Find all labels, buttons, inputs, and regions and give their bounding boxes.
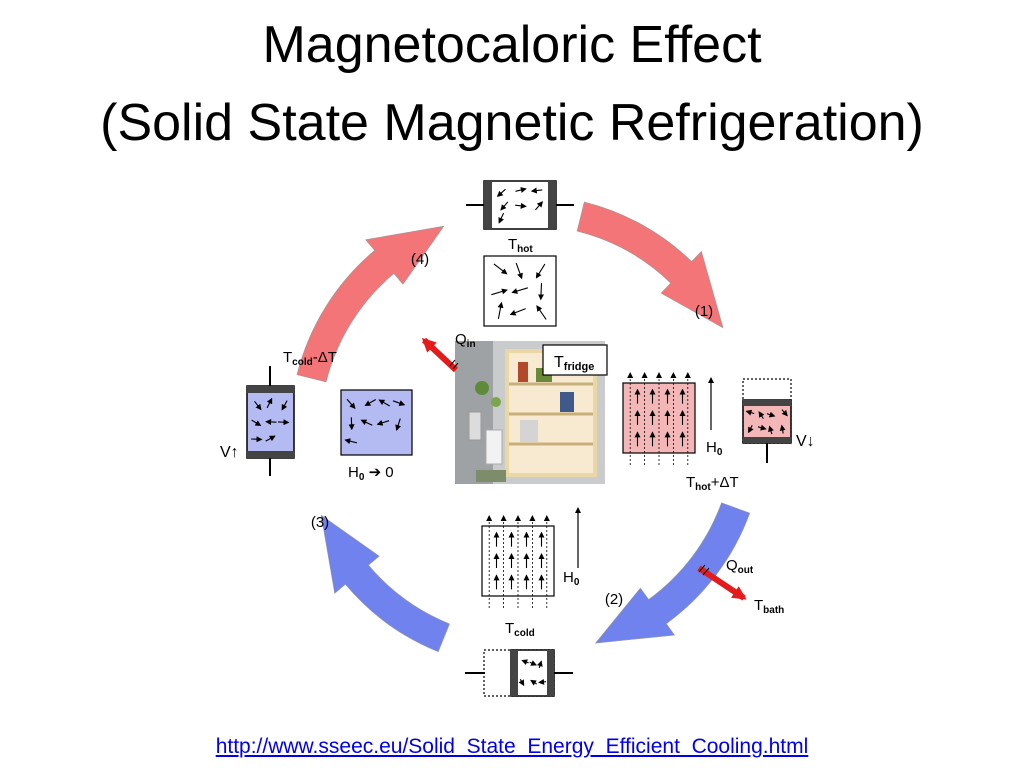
- spin-arrow: [265, 418, 277, 425]
- spin-arrow: [538, 283, 545, 301]
- label-h0-bottom: H0: [563, 569, 580, 588]
- spin-arrow: [344, 438, 358, 445]
- spin-arrow: [254, 400, 262, 411]
- label-t-hot-plus: Thot+ΔT: [686, 474, 739, 493]
- label-v-down: V↓: [796, 433, 815, 450]
- spin-arrow: [529, 660, 538, 666]
- label-h0-to-zero: H0 ➔ 0: [348, 464, 394, 483]
- spin-arrow: [348, 417, 355, 431]
- spin-arrow: [500, 201, 509, 211]
- spin-arrow: [511, 287, 528, 294]
- spin-box-right: [622, 382, 696, 454]
- step-label-2: (2): [605, 591, 623, 608]
- spin-arrow: [518, 679, 525, 687]
- spin-arrow: [758, 411, 765, 419]
- spin-arrow: [745, 409, 755, 416]
- spin-arrow: [266, 397, 273, 409]
- label-h0-right: H0: [706, 439, 723, 458]
- spin-arrow: [515, 262, 523, 280]
- heat-arrow-q-in: [421, 337, 459, 373]
- spin-arrow: [530, 187, 543, 194]
- disordered-spins: [491, 262, 547, 320]
- step-label-4: (4): [411, 251, 429, 268]
- spin-arrow: [538, 678, 546, 685]
- label-t-cold-minus: Tcold-ΔT: [283, 349, 337, 368]
- cycle-arrow-step-3: [320, 514, 450, 653]
- label-q-out: Qout: [726, 557, 754, 576]
- spin-box-bottom: [481, 525, 555, 597]
- spin-arrow: [491, 288, 508, 296]
- cycle-arrow-step-1: [576, 201, 724, 329]
- label-v-up: V↑: [220, 444, 239, 461]
- spin-arrow: [378, 399, 390, 407]
- ordered-spins: [493, 531, 545, 590]
- spin-arrow: [496, 188, 506, 197]
- cylinder-top: [466, 180, 574, 230]
- cylinder-left: [246, 366, 295, 476]
- field-lines-bottom: [486, 515, 550, 608]
- spin-arrow: [515, 202, 527, 209]
- spin-arrow: [376, 419, 390, 426]
- spin-arrow: [360, 419, 373, 426]
- spin-arrow: [392, 400, 406, 406]
- disordered-spins: [251, 397, 290, 443]
- ordered-spins: [634, 388, 686, 447]
- heat-arrow-q-out: [697, 564, 747, 601]
- cycle-arrow-step-4: [296, 225, 445, 383]
- label-t-cold: Tcold: [505, 620, 535, 639]
- spin-arrow: [536, 660, 543, 669]
- spin-arrow: [251, 419, 262, 427]
- cycle-arrow-step-2: [594, 502, 751, 644]
- spin-arrow: [534, 201, 544, 211]
- spin-arrow: [530, 679, 537, 686]
- spin-arrow: [779, 424, 786, 434]
- step-label-1: (1): [695, 303, 713, 320]
- label-q-in: Qin: [455, 331, 476, 350]
- spin-arrow: [277, 419, 290, 426]
- disordered-spins: [496, 187, 544, 224]
- spin-arrow: [265, 435, 276, 442]
- disordered-spins: [518, 659, 546, 687]
- spin-arrow: [535, 263, 546, 279]
- spin-arrow: [281, 400, 288, 411]
- cylinder-right: [742, 378, 792, 463]
- title-line-2: (Solid State Magnetic Refrigeration): [100, 94, 924, 152]
- spin-arrow: [536, 305, 547, 320]
- spin-box-top: [483, 255, 557, 327]
- cylinder-bottom: [465, 649, 573, 697]
- spin-arrow: [515, 187, 527, 193]
- spin-arrow: [395, 418, 401, 431]
- spin-arrow: [781, 409, 788, 417]
- step-label-3: (3): [311, 514, 329, 531]
- spin-arrow: [346, 398, 356, 409]
- spin-arrow: [757, 424, 767, 431]
- spin-arrow: [493, 263, 508, 275]
- t-fridge-box: [542, 344, 608, 376]
- field-lines-right: [627, 372, 691, 465]
- label-t-bath: Tbath: [754, 597, 784, 616]
- spin-arrow: [521, 659, 529, 666]
- spin-arrow: [766, 411, 776, 418]
- spin-arrow: [748, 424, 754, 434]
- source-link[interactable]: http://www.sseec.eu/Solid_State_Energy_E…: [215, 735, 809, 758]
- disordered-spins: [745, 409, 788, 435]
- spin-arrow: [768, 425, 774, 435]
- spin-arrow: [497, 301, 504, 319]
- disordered-spins: [344, 398, 406, 445]
- spin-arrow: [498, 212, 505, 224]
- spin-arrow: [364, 399, 376, 406]
- title-line-1: Magnetocaloric Effect: [262, 16, 762, 74]
- spin-arrow: [509, 308, 526, 316]
- label-t-hot: Thot: [508, 236, 533, 255]
- label-t-fridge: Tfridge: [554, 354, 594, 373]
